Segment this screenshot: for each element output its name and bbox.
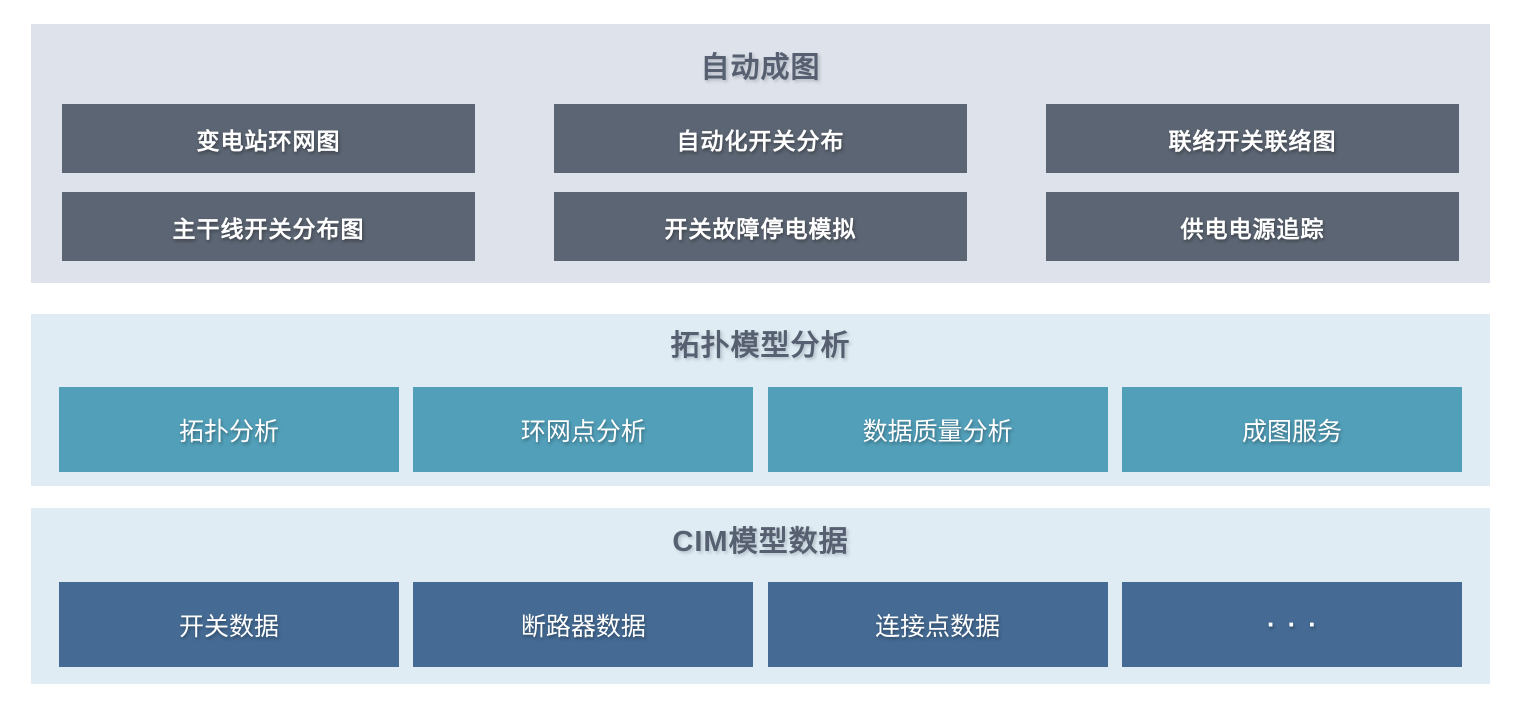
section-title-auto-diagram: 自动成图 — [700, 52, 821, 84]
box-breaker-data: 断路器数据 — [413, 582, 754, 667]
section-title-cim-model-data: CIM模型数据 — [672, 526, 849, 558]
box-topology-analysis: 拓扑分析 — [59, 387, 399, 472]
box-switch-data: 开关数据 — [59, 582, 399, 667]
topology-analysis-box-row: 拓扑分析 环网点分析 数据质量分析 成图服务 — [31, 387, 1490, 472]
section-cim-model-data-layer: CIM模型数据 开关数据 断路器数据 连接点数据 ··· — [31, 508, 1490, 684]
box-trunk-line-switch-distribution: 主干线开关分布图 — [62, 192, 475, 261]
section-title-topology-analysis: 拓扑模型分析 — [670, 330, 851, 362]
box-substation-ring-diagram: 变电站环网图 — [62, 104, 475, 173]
box-connection-point-data: 连接点数据 — [767, 582, 1108, 667]
box-automated-switch-distribution: 自动化开关分布 — [554, 104, 967, 173]
box-switch-fault-outage-simulation: 开关故障停电模拟 — [554, 192, 967, 261]
box-tie-switch-contact-diagram: 联络开关联络图 — [1046, 104, 1459, 173]
section-topology-model-analysis-layer: 拓扑模型分析 拓扑分析 环网点分析 数据质量分析 成图服务 — [31, 314, 1490, 486]
section-auto-diagram-layer: 自动成图 变电站环网图 自动化开关分布 联络开关联络图 主干线开关分布图 开关故… — [31, 24, 1490, 283]
auto-diagram-box-grid: 变电站环网图 自动化开关分布 联络开关联络图 主干线开关分布图 开关故障停电模拟… — [31, 104, 1490, 261]
box-data-quality-analysis: 数据质量分析 — [767, 387, 1108, 472]
box-ring-point-analysis: 环网点分析 — [413, 387, 754, 472]
cim-data-box-row: 开关数据 断路器数据 连接点数据 ··· — [31, 582, 1490, 667]
box-diagram-generation-service: 成图服务 — [1121, 387, 1462, 472]
box-power-source-tracing: 供电电源追踪 — [1046, 192, 1459, 261]
box-more-ellipsis: ··· — [1121, 582, 1462, 667]
